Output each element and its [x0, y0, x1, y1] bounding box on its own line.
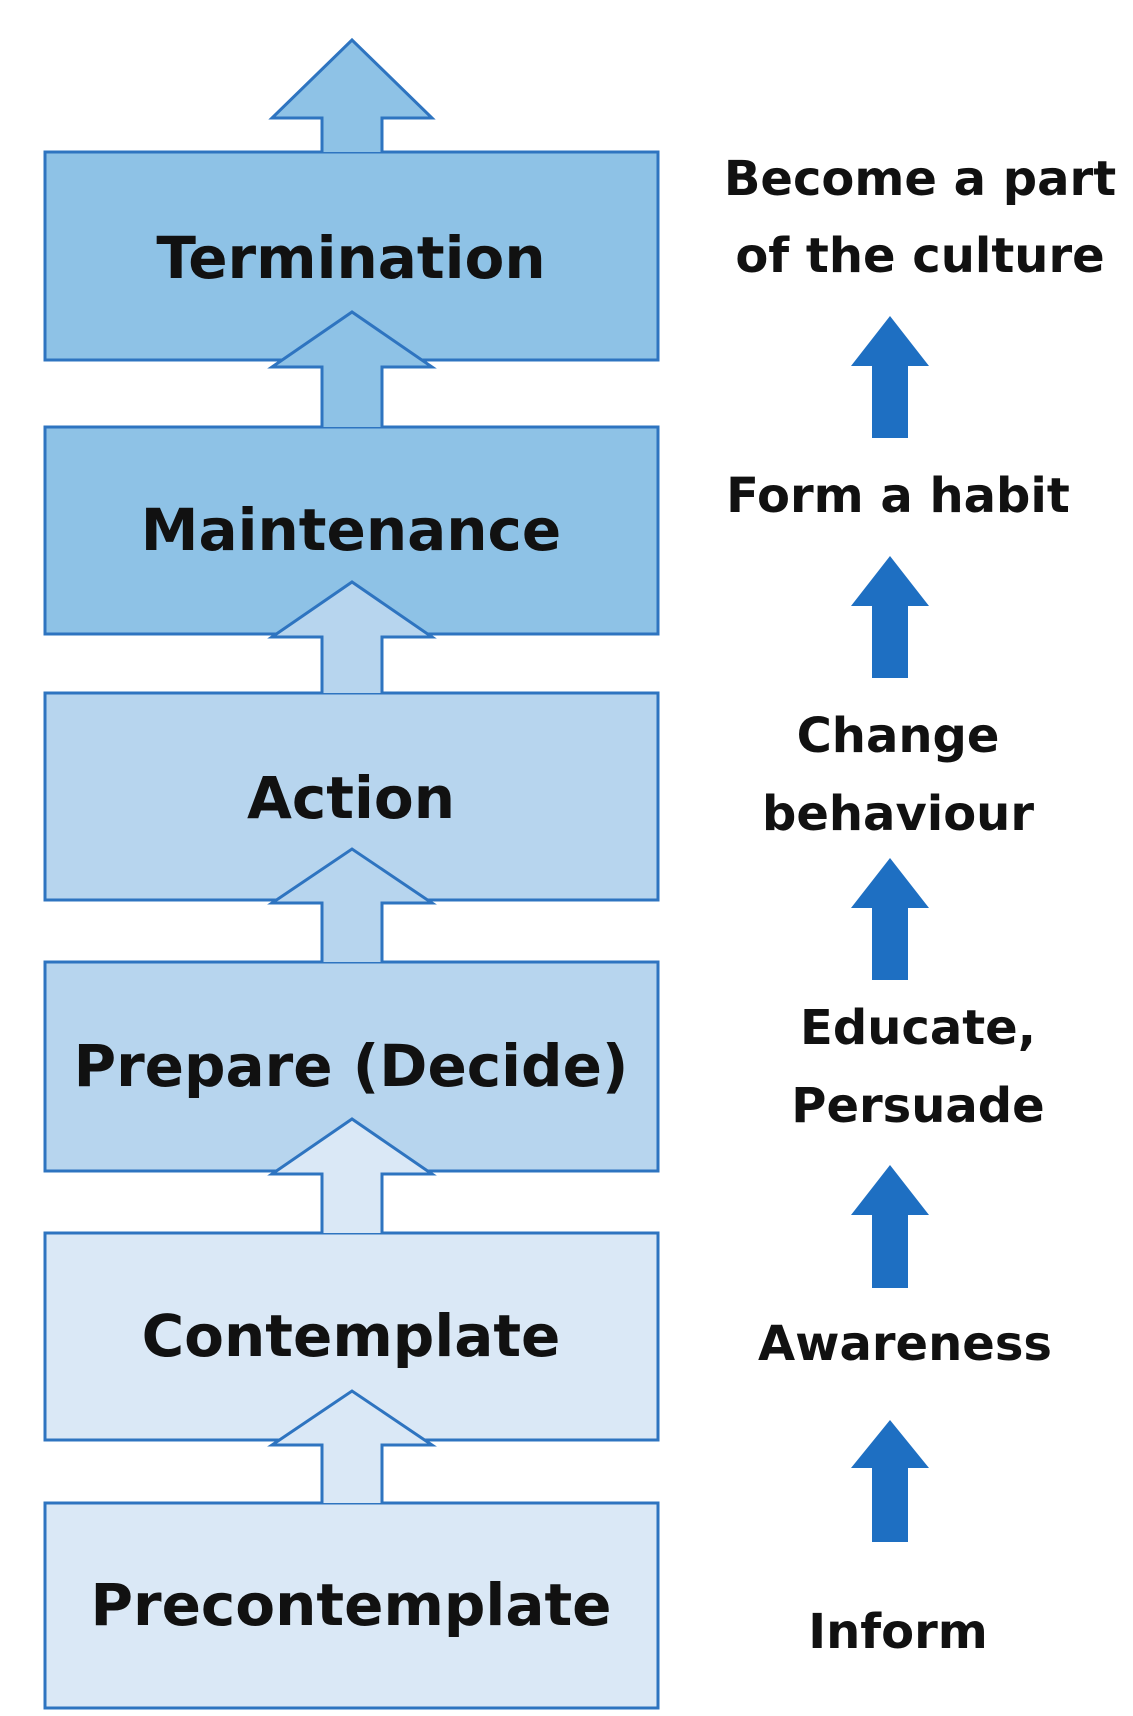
side-label-culture-line1: Become a part — [724, 151, 1116, 207]
stage-labels: Precontemplate Contemplate Prepare (Deci… — [74, 224, 629, 1639]
side-label-educate-line2: Persuade — [791, 1078, 1044, 1134]
side-label-educate-line1: Educate, — [800, 1000, 1036, 1056]
stage-label-termination: Termination — [156, 224, 545, 292]
stage-box-precontemplate — [43, 1501, 660, 1710]
up-arrow-outline-icon — [267, 1389, 437, 1503]
side-labels: Inform Awareness Educate, Persuade Chang… — [724, 151, 1116, 1660]
side-label-inform: Inform — [808, 1604, 988, 1660]
stage-label-precontemplate: Precontemplate — [90, 1571, 611, 1639]
up-arrow-outline-icon — [267, 1117, 437, 1233]
up-arrow-icon — [851, 1165, 929, 1288]
up-arrow-outline-icon — [267, 847, 437, 962]
up-arrow-icon — [851, 316, 929, 438]
side-label-change-line1: Change — [797, 708, 1000, 764]
up-arrow-icon — [851, 858, 929, 980]
stage-connectors — [267, 37, 437, 1503]
side-label-habit: Form a habit — [726, 468, 1070, 524]
stage-boxes — [43, 150, 660, 1710]
up-arrow-icon — [851, 1420, 929, 1542]
side-label-change-line2: behaviour — [762, 786, 1034, 842]
up-arrow-outline-icon — [268, 37, 436, 152]
side-label-culture-line2: of the culture — [735, 228, 1104, 284]
stage-label-prepare: Prepare (Decide) — [74, 1032, 629, 1100]
stage-label-action: Action — [247, 764, 455, 832]
stage-label-maintenance: Maintenance — [141, 496, 562, 564]
side-connectors — [851, 316, 929, 1542]
up-arrow-icon — [851, 556, 929, 678]
up-arrow-outline-icon — [267, 310, 437, 427]
stage-label-contemplate: Contemplate — [142, 1302, 561, 1370]
up-arrow-outline-icon — [267, 580, 437, 693]
side-label-awareness: Awareness — [758, 1316, 1052, 1372]
